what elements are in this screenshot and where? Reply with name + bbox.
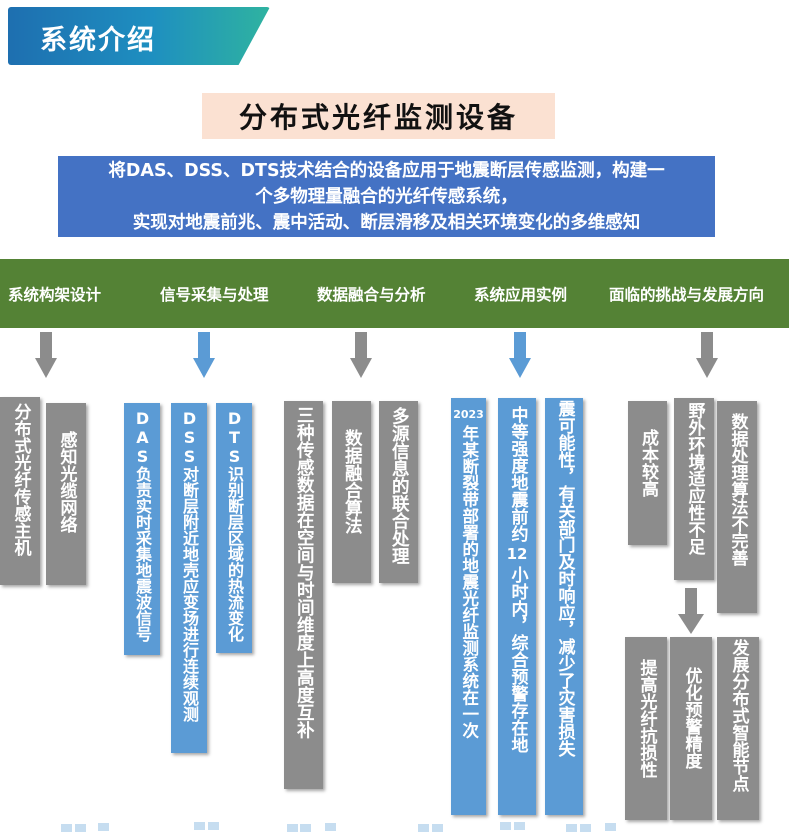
box-smart-nodes: 发展分布式智能节点 [717,637,759,820]
box-das-text: DAS负责实时采集地震波信号 [133,409,152,642]
description-line-3: 实现对地震前兆、震中活动、断层滑移及相关环境变化的多维感知 [132,213,641,233]
decor-square [605,823,616,831]
description-line-1: 将DAS、DSS、DTS技术结合的设备应用于地震断层传感监测，构建一 [108,161,665,181]
box-smart-nodes-text: 发展分布式智能节点 [728,639,749,792]
box-deployment: 2023 年某断裂带部署的地震光纤监测系统在一次 [451,398,486,815]
decor-square [432,824,443,832]
decor-square [208,822,219,830]
arrow-down-icon [696,332,718,378]
box-early-warning-text-b: 小时内，综合预警存在地 [507,566,528,753]
box-das: DAS负责实时采集地震波信号 [124,403,160,655]
decor-square [325,823,336,831]
box-cable-network-text: 感知光缆网络 [56,431,77,533]
description-box: 将DAS、DSS、DTS技术结合的设备应用于地震断层传感监测，构建一 个多物理量… [58,156,715,237]
box-host-text: 分布式光纤传感主机 [10,403,31,556]
box-joint-processing-text: 多源信息的联合处理 [389,407,410,565]
box-cost: 成本较高 [628,401,667,545]
decor-square [287,824,298,832]
box-fusion-algorithm: 数据融合算法 [332,401,371,583]
category-challenges: 面临的挑战与发展方向 [609,285,765,304]
arrow-down-icon [678,588,704,634]
box-cost-text: 成本较高 [638,429,658,497]
box-dss-text: DSS对断层附近地壳应变场进行连续观测 [180,409,199,722]
box-complementary: 三种传感数据在空间与时间维度上高度互补 [284,401,323,789]
box-dts: DTS识别断层区域的热流变化 [216,403,252,653]
section-title: 系统介绍 [40,25,156,56]
main-title: 分布式光纤监测设备 [202,93,555,139]
decor-square [514,822,525,830]
box-dss: DSS对断层附近地壳应变场进行连续观测 [171,403,207,753]
decor-square [580,824,591,832]
box-fusion-algorithm-text: 数据融合算法 [342,429,363,534]
category-architecture: 系统构架设计 [8,285,102,304]
decor-square [61,824,72,832]
category-signal: 信号采集与处理 [160,285,269,304]
description-line-2: 个多物理量融合的光纤传感系统， [255,187,518,207]
decor-square [194,822,205,830]
box-early-warning: 中等强度地震前约 12 小时内，综合预警存在地 [498,398,536,815]
arrow-down-icon [509,332,531,378]
box-cable-network: 感知光缆网络 [46,403,86,585]
decor-square [418,824,429,832]
arrow-down-icon [193,332,215,378]
category-bar [0,259,789,328]
box-warning-precision-text: 优化预警精度 [681,667,702,769]
arrow-down-icon [35,332,57,378]
box-environment: 野外环境适应性不足 [674,398,714,580]
arrow-down-icon [350,332,372,378]
box-joint-processing: 多源信息的联合处理 [379,401,418,583]
decor-square [500,822,511,830]
box-response-text: 震可能性，有关部门及时响应，减少了灾害损失 [554,400,575,757]
box-damage-resistance-text: 提高光纤抗损性 [636,659,657,778]
box-early-warning-text-a: 中等强度地震前约 [507,406,528,542]
box-environment-text: 野外环境适应性不足 [684,402,705,555]
decor-square [75,824,86,832]
box-deployment-text: 年某断裂带部署的地震光纤监测系统在一次 [459,425,479,739]
decor-square [300,824,311,832]
box-complementary-text: 三种传感数据在空间与时间维度上高度互补 [294,406,315,739]
box-dts-text: DTS识别断层区域的热流变化 [225,409,244,642]
box-year: 2023 [453,408,484,421]
box-damage-resistance: 提高光纤抗损性 [625,637,667,820]
category-fusion: 数据融合与分析 [317,285,426,304]
category-application: 系统应用实例 [474,285,568,304]
box-hours: 12 [506,545,528,563]
decor-square [566,824,577,832]
section-banner: 系统介绍 [8,7,270,65]
box-warning-precision: 优化预警精度 [670,637,712,820]
box-algorithm-gap: 数据处理算法不完善 [717,401,757,613]
box-response: 震可能性，有关部门及时响应，减少了灾害损失 [545,398,583,815]
decor-square [98,823,109,831]
box-algorithm-gap-text: 数据处理算法不完善 [727,413,748,566]
box-host: 分布式光纤传感主机 [0,397,40,585]
